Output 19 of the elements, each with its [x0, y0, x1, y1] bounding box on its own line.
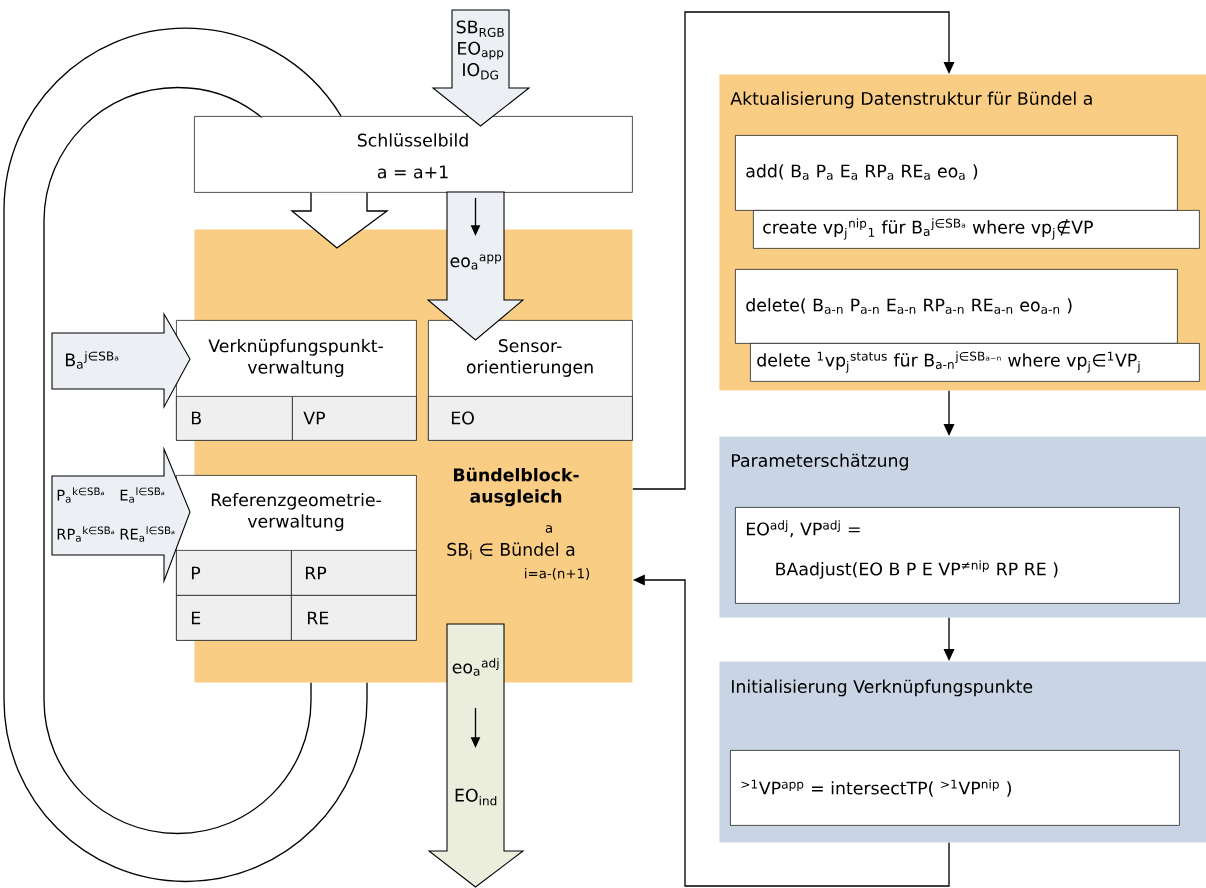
- table-cell: B: [176, 396, 293, 441]
- formula-box: $^{>1}$VP$^{app}$ = intersectTP( $^{>1}$VP$^{nip}$ ): [730, 750, 1180, 826]
- table-cell: P: [176, 550, 292, 596]
- hollow-arrow: [290, 192, 390, 249]
- table-cell: EO: [428, 396, 633, 441]
- table-cell: RE: [291, 595, 417, 641]
- process-box: Schlüsselbild a = a+1: [194, 116, 633, 193]
- table-cell: E: [176, 595, 292, 641]
- arrow: [632, 11, 955, 490]
- formula-box: EO$^{adj}$, VP$^{adj}$ = BAadjust(EO B P E VP$^{≠nip}$ RP RE ): [735, 507, 1180, 604]
- loop-line: [43, 86, 312, 835]
- arrow: [943, 390, 955, 436]
- formula-box: delete( B$_{a-n}$ P$_{a-n}$ E$_{a-n}$ RP$_{a-n}$ RE$_{a-n}$ eo$_{a-n}$ ): [735, 269, 1178, 344]
- loop-line: [3, 27, 368, 883]
- table-cell: VP: [292, 396, 417, 441]
- formula-box: add( B$_{a}$ P$_{a}$ E$_{a}$ RP$_{a}$ RE$_{a}$ eo$_{a}$ ): [735, 135, 1178, 211]
- table-cell: RP: [291, 550, 417, 596]
- formula-box: create vp$_{j}$nip$_{1}$ für B$_{a}$$^{j∈SBₐ}$ where vp$_{j}$∉VP: [753, 210, 1200, 249]
- formula-box: delete $^{1}$vp$_{j}$$^{status}$ für B$_{a-n}$$^{j∈SBₐ₋ₙ}$ where vp$_{j}$∈$^{1}$VP$_{j}$: [750, 343, 1200, 382]
